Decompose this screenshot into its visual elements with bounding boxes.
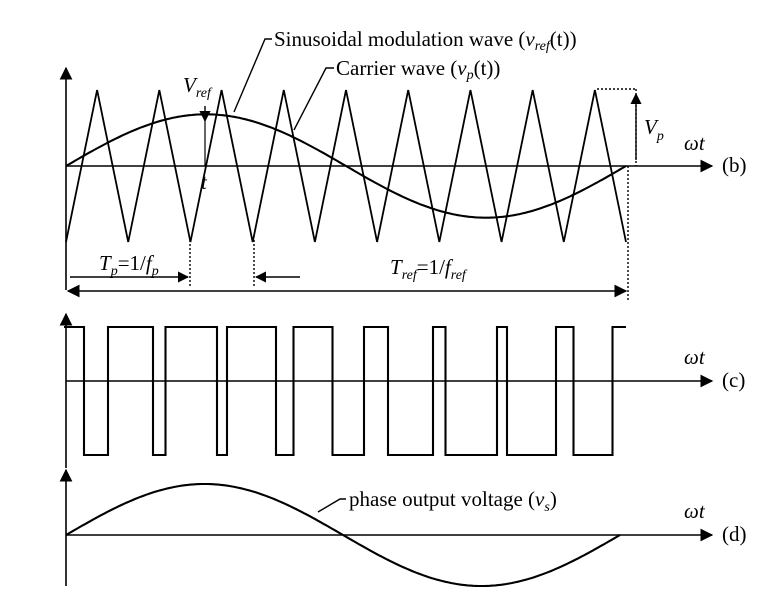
vp-label: Vp <box>644 115 664 144</box>
output-label: phase output voltage (vs) <box>349 487 557 515</box>
panel-d-axis-label: ωt <box>684 499 706 523</box>
tref-label: Tref=1/fref <box>390 255 468 283</box>
panel-d-tag: (d) <box>722 522 747 546</box>
tp-label: Tp=1/fp <box>99 251 159 279</box>
panel-c-axis-label: ωt <box>684 345 706 369</box>
modulation-leader <box>233 38 272 113</box>
panel-b: Sinusoidal modulation wave (vref(t)) Car… <box>59 27 747 300</box>
output-leader <box>317 498 346 513</box>
panel-d: phase output voltage (vs) ωt (d) <box>59 468 747 588</box>
carrier-leader <box>293 67 334 131</box>
panel-c: ωt (c) <box>59 312 745 468</box>
t-label: t <box>201 170 208 194</box>
panel-c-tag: (c) <box>722 368 745 392</box>
panel-b-tag: (b) <box>722 153 747 177</box>
carrier-wave <box>65 89 627 243</box>
pwm-pulse-wave <box>64 325 626 457</box>
vref-label: Vref <box>183 73 213 101</box>
carrier-label: Carrier wave (vp(t)) <box>336 56 500 83</box>
phase-output-voltage-wave <box>65 482 621 588</box>
sinusoidal-modulation-wave <box>65 113 627 219</box>
panel-b-axis-label: ωt <box>684 131 706 155</box>
modulation-label: Sinusoidal modulation wave (vref(t)) <box>274 27 577 54</box>
